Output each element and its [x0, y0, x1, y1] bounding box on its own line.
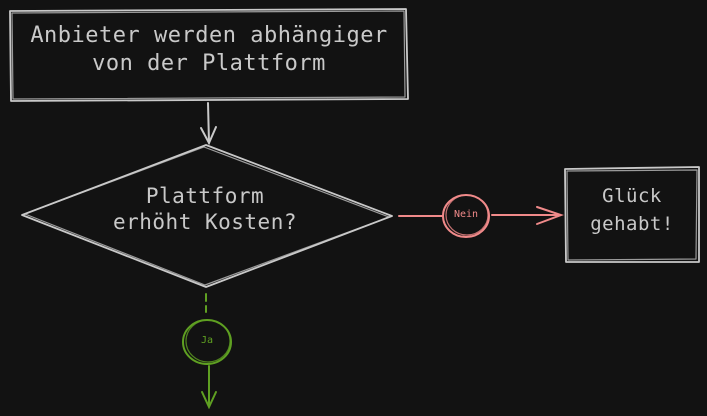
start-box-line-2: von der Plattform	[92, 50, 326, 76]
result-box-label: Glück gehabt!	[570, 185, 694, 237]
decision-line-2: erhöht Kosten?	[112, 210, 297, 235]
result-box	[564, 166, 700, 263]
arrow-to-decision	[200, 102, 217, 146]
decision-line-1: Plattform	[145, 184, 265, 208]
decision-label: Plattform erhöht Kosten?	[80, 183, 330, 236]
yes-badge-circle	[182, 319, 232, 365]
no-badge-circle	[442, 194, 490, 238]
start-box-line-1: Anbieter werden abhängiger	[30, 23, 388, 48]
result-line-2: gehabt!	[590, 212, 674, 235]
start-box	[9, 8, 409, 102]
decision-diamond	[21, 144, 393, 288]
yes-badge-label: Ja	[200, 335, 214, 346]
yes-branch-connector	[201, 293, 217, 410]
no-branch-connector	[398, 206, 564, 225]
no-badge-label: Nein	[453, 209, 479, 220]
start-box-label: Anbieter werden abhängiger von der Platt…	[14, 22, 404, 77]
result-line-1: Glück	[602, 185, 662, 207]
